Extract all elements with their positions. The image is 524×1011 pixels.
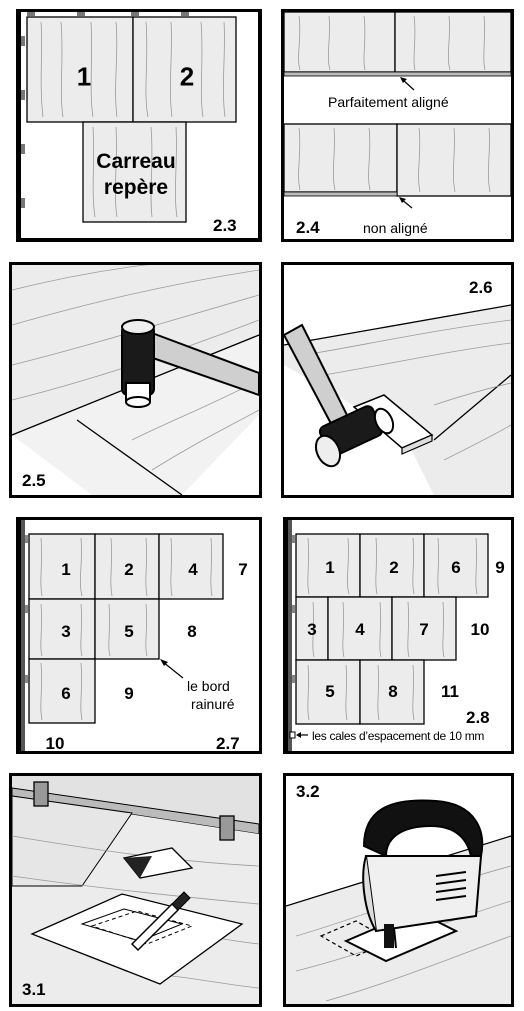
panel-3-2-drawing <box>286 776 511 1004</box>
panel-2-6-label: 2.6 <box>469 278 493 298</box>
seq-number: 6 <box>451 558 460 578</box>
seq-number: 10 <box>471 620 490 640</box>
grooved-edge-caption-line2: rainuré <box>191 696 235 712</box>
seq-number: 1 <box>61 560 70 580</box>
panel-2-4-label: 2.4 <box>296 218 320 238</box>
seq-number: 5 <box>124 622 133 642</box>
seq-number: 4 <box>355 620 364 640</box>
panel-2-5-label: 2.5 <box>22 471 46 491</box>
panel-3-1: 3.1 <box>9 773 262 1007</box>
panel-3-1-drawing <box>12 776 259 1004</box>
seq-number: 10 <box>46 734 65 754</box>
panel-2-5-drawing <box>12 265 259 495</box>
spacer-caption: les cales d’espacement de 10 mm <box>312 729 484 743</box>
seq-number: 2 <box>389 558 398 578</box>
panel-2-8: 1 2 6 9 3 4 7 10 5 8 11 2.8 les cales d’… <box>283 517 514 754</box>
panel-2-7-drawing <box>21 520 259 751</box>
panel-3-2-label: 3.2 <box>296 782 320 802</box>
reference-tile-line1: Carreau <box>96 150 175 174</box>
panel-3-2: 3.2 <box>283 773 514 1007</box>
seq-number: 1 <box>325 558 334 578</box>
seq-number: 11 <box>441 682 459 702</box>
panel-2-4: Parfaitement aligné non aligné 2.4 <box>281 9 514 242</box>
panel-2-3-drawing <box>21 12 258 238</box>
panel-2-8-label: 2.8 <box>466 708 490 728</box>
seq-number: 3 <box>307 620 316 640</box>
panel-2-7: 1 2 4 7 3 5 8 6 9 10 le bord rainuré 2.7 <box>16 517 262 754</box>
grooved-edge-caption-line1: le bord <box>187 678 230 694</box>
seq-number: 3 <box>61 622 70 642</box>
seq-number: 9 <box>124 684 133 704</box>
misaligned-caption: non aligné <box>363 220 428 236</box>
panel-2-5: 2.5 <box>9 262 262 498</box>
seq-number: 5 <box>325 682 334 702</box>
seq-number: 8 <box>388 682 397 702</box>
seq-number: 4 <box>188 560 197 580</box>
seq-number: 6 <box>61 684 70 704</box>
panel-3-1-label: 3.1 <box>22 980 46 1000</box>
seq-number: 9 <box>495 558 504 578</box>
seq-number: 7 <box>419 620 428 640</box>
panel-2-4-drawing <box>284 12 511 239</box>
panel-2-6-drawing <box>284 265 511 495</box>
seq-number: 7 <box>238 560 247 580</box>
tile-1-number: 1 <box>77 62 91 93</box>
seq-number: 2 <box>124 560 133 580</box>
panel-2-3: 1 2 Carreau repère 2.3 <box>16 9 262 242</box>
panel-2-6: 2.6 <box>281 262 514 498</box>
tile-2-number: 2 <box>180 62 194 93</box>
reference-tile-line2: repère <box>104 176 168 200</box>
seq-number: 8 <box>187 622 196 642</box>
aligned-caption: Parfaitement aligné <box>328 94 449 110</box>
panel-2-7-label: 2.7 <box>216 734 240 754</box>
panel-2-3-label: 2.3 <box>213 216 237 236</box>
